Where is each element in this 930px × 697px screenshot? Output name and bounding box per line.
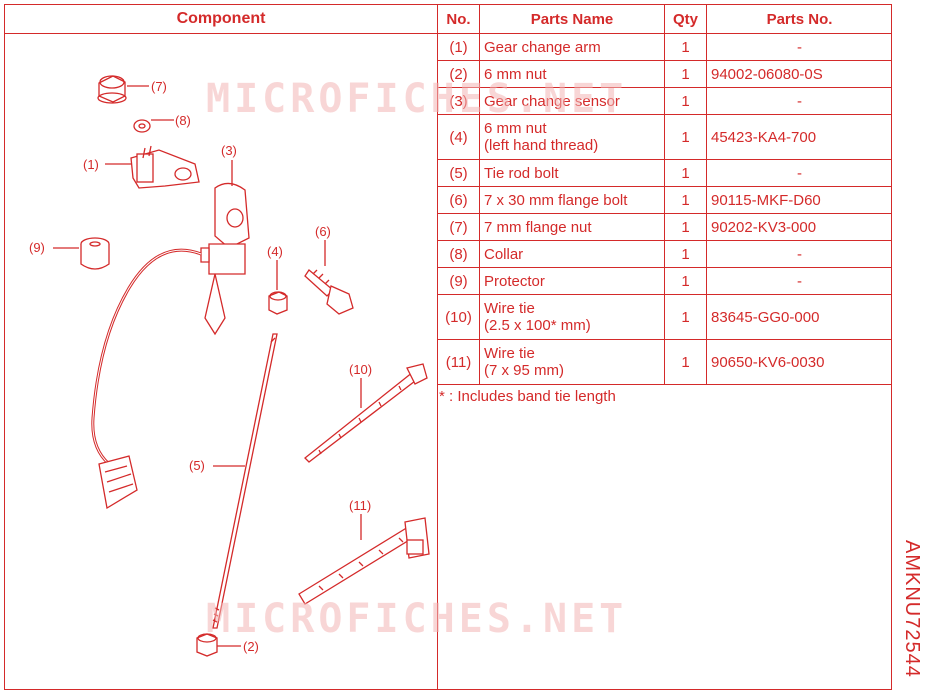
table-row: (10) Wire tie(2.5 x 100* mm) 1 83645-GG0… bbox=[438, 294, 892, 340]
tie-rod-bolt-drawing bbox=[212, 333, 278, 629]
part-qty: 1 bbox=[664, 213, 707, 241]
part-number: (11) bbox=[438, 339, 480, 385]
parts-table: No. Parts Name Qty Parts No. (1) Gear ch… bbox=[438, 5, 892, 385]
col-parts-name: Parts Name bbox=[479, 5, 665, 34]
wire-tie-small-drawing bbox=[304, 363, 428, 463]
part-name-line2: (left hand thread) bbox=[484, 137, 599, 154]
component-diagram: (7) (8) (1) (3) (9) (4) (6) (10) (5) (11… bbox=[29, 75, 430, 657]
part-qty: 1 bbox=[664, 240, 707, 268]
part-name: 6 mm nut bbox=[479, 60, 665, 88]
part-name-line1: Wire tie bbox=[484, 345, 535, 362]
part-number: (6) bbox=[438, 186, 480, 214]
part-qty: 1 bbox=[664, 87, 707, 115]
table-row: (6) 7 x 30 mm flange bolt 1 90115-MKF-D6… bbox=[438, 186, 892, 214]
part-number: (5) bbox=[438, 159, 480, 187]
part-name: Protector bbox=[479, 267, 665, 295]
label-4: (4) bbox=[267, 244, 283, 259]
label-6: (6) bbox=[315, 224, 331, 239]
nut-6mm-drawing bbox=[196, 633, 218, 657]
part-number: (4) bbox=[438, 114, 480, 160]
sensor-cable bbox=[91, 248, 202, 466]
part-name: Tie rod bolt bbox=[479, 159, 665, 187]
table-row: (4) 6 mm nut(left hand thread) 1 45423-K… bbox=[438, 114, 892, 160]
table-header-row: No. Parts Name Qty Parts No. bbox=[438, 5, 892, 34]
part-name-line1: 6 mm nut bbox=[484, 120, 547, 137]
table-row: (5) Tie rod bolt 1 - bbox=[438, 159, 892, 187]
label-8: (8) bbox=[175, 113, 191, 128]
column-divider bbox=[437, 5, 438, 689]
collar-drawing bbox=[133, 119, 151, 133]
table-row: (8) Collar 1 - bbox=[438, 240, 892, 268]
part-code: - bbox=[706, 33, 892, 61]
part-name: 7 mm flange nut bbox=[479, 213, 665, 241]
part-name: Collar bbox=[479, 240, 665, 268]
part-qty: 1 bbox=[664, 294, 707, 340]
table-row: (2) 6 mm nut 1 94002-06080-0S bbox=[438, 60, 892, 88]
part-qty: 1 bbox=[664, 267, 707, 295]
table-row: (3) Gear change sensor 1 - bbox=[438, 87, 892, 115]
label-9: (9) bbox=[29, 240, 45, 255]
sensor-cable-inner bbox=[92, 249, 202, 465]
part-number: (7) bbox=[438, 213, 480, 241]
footnote: * : Includes band tie length bbox=[439, 388, 616, 405]
gear-change-sensor-drawing bbox=[200, 160, 250, 336]
label-2: (2) bbox=[243, 639, 259, 654]
part-name: Wire tie(2.5 x 100* mm) bbox=[479, 294, 665, 340]
wire-tie-large-drawing bbox=[298, 517, 430, 605]
part-number: (3) bbox=[438, 87, 480, 115]
label-10: (10) bbox=[349, 362, 372, 377]
part-code: - bbox=[706, 267, 892, 295]
connector-drawing bbox=[98, 455, 138, 510]
nut-left-hand-drawing bbox=[268, 291, 288, 315]
part-qty: 1 bbox=[664, 33, 707, 61]
part-code: - bbox=[706, 87, 892, 115]
watermark-bottom: MICROFICHES.NET bbox=[206, 596, 628, 642]
col-qty: Qty bbox=[664, 5, 707, 34]
part-code: - bbox=[706, 240, 892, 268]
part-name-line2: (7 x 95 mm) bbox=[484, 362, 565, 379]
table-row: (7) 7 mm flange nut 1 90202-KV3-000 bbox=[438, 213, 892, 241]
table-row: (11) Wire tie(7 x 95 mm) 1 90650-KV6-003… bbox=[438, 339, 892, 385]
watermark-top: MICROFICHES.NET bbox=[206, 76, 628, 122]
part-number: (8) bbox=[438, 240, 480, 268]
label-7: (7) bbox=[151, 79, 167, 94]
label-11: (11) bbox=[349, 498, 371, 513]
label-5: (5) bbox=[189, 458, 205, 473]
part-qty: 1 bbox=[664, 339, 707, 385]
label-3: (3) bbox=[221, 143, 237, 158]
part-name: 6 mm nut(left hand thread) bbox=[479, 114, 665, 160]
part-number: (10) bbox=[438, 294, 480, 340]
flange-bolt-drawing bbox=[304, 269, 354, 315]
part-number: (1) bbox=[438, 33, 480, 61]
part-name-line2: (2.5 x 100* mm) bbox=[484, 317, 591, 334]
parts-sheet: Component No. Parts Name Qty Parts No. (… bbox=[4, 4, 892, 690]
part-code: 90115-MKF-D60 bbox=[706, 186, 892, 214]
part-name: Wire tie(7 x 95 mm) bbox=[479, 339, 665, 385]
label-1: (1) bbox=[83, 157, 99, 172]
part-name: 7 x 30 mm flange bolt bbox=[479, 186, 665, 214]
part-code: 90202-KV3-000 bbox=[706, 213, 892, 241]
col-parts-no: Parts No. bbox=[706, 5, 892, 34]
part-code: 94002-06080-0S bbox=[706, 60, 892, 88]
part-qty: 1 bbox=[664, 114, 707, 160]
table-row: (1) Gear change arm 1 - bbox=[438, 33, 892, 61]
protector-drawing bbox=[80, 237, 110, 270]
part-name-line1: Wire tie bbox=[484, 300, 535, 317]
table-row: (9) Protector 1 - bbox=[438, 267, 892, 295]
gear-change-arm-drawing bbox=[130, 145, 200, 189]
part-qty: 1 bbox=[664, 159, 707, 187]
part-code: 83645-GG0-000 bbox=[706, 294, 892, 340]
col-no: No. bbox=[438, 5, 480, 34]
part-code: - bbox=[706, 159, 892, 187]
part-qty: 1 bbox=[664, 186, 707, 214]
part-code: 90650-KV6-0030 bbox=[706, 339, 892, 385]
part-qty: 1 bbox=[664, 60, 707, 88]
side-code: AMKNU72544 bbox=[901, 540, 923, 678]
part-number: (9) bbox=[438, 267, 480, 295]
flange-nut-drawing bbox=[97, 75, 127, 104]
part-code: 45423-KA4-700 bbox=[706, 114, 892, 160]
component-header: Component bbox=[5, 5, 437, 34]
part-name: Gear change arm bbox=[479, 33, 665, 61]
